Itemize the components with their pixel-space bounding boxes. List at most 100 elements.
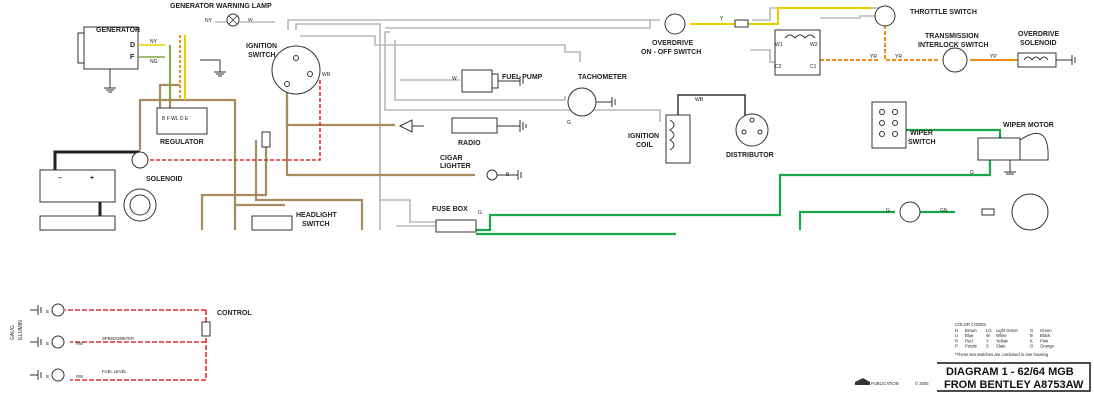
- title-line-1: DIAGRAM 1 - 62/64 MGB: [946, 366, 1074, 378]
- color-code-cell: LG: [986, 328, 992, 333]
- battery: – +: [39, 169, 116, 231]
- color-code-cell: B: [1030, 333, 1033, 338]
- wire-wr: WR: [322, 72, 331, 78]
- color-code-cell: R: [955, 338, 958, 343]
- wiper-motor: WIPER MOTOR G: [970, 122, 1054, 176]
- color-code-cell: Black: [1040, 333, 1051, 338]
- coil-w2: W2: [810, 42, 818, 48]
- title-line-2: FROM BENTLEY A8753AW: [944, 379, 1084, 391]
- coil-c1: C1: [810, 64, 817, 70]
- wire-w-lamp: W: [248, 18, 253, 24]
- wire-ng-gen: NG: [150, 59, 158, 65]
- color-code-cell: P: [955, 344, 958, 349]
- ignition-switch-label-1: IGNITION: [246, 43, 277, 50]
- wire-g-fusebox: G: [478, 210, 482, 216]
- od-solenoid-label-2: SOLENOID: [1020, 40, 1057, 47]
- wire-y-od: Y: [720, 16, 724, 22]
- wire-g-wiper: G: [970, 170, 974, 176]
- wire-gn: GN: [940, 208, 948, 214]
- svg-text:B: B: [46, 341, 49, 346]
- wire-yr-1: YR: [870, 54, 877, 60]
- cigar-lighter-label-1: CIGAR: [440, 155, 463, 162]
- wiper-switch: WIPER SWITCH: [871, 101, 936, 149]
- regulator-label: REGULATOR: [160, 139, 204, 146]
- svg-text:B: B: [46, 309, 49, 314]
- color-code-cell: Y: [986, 338, 989, 343]
- color-code-cell: Yellow: [996, 338, 1009, 343]
- interlock-label-1: TRANSMISSION: [925, 33, 979, 40]
- gauge-illumination-group: GAUG ILLUMIN B B B RW RW SPEEDOMETER FUE…: [10, 303, 252, 382]
- car-logo-icon: [855, 378, 870, 385]
- od-solenoid-label-1: OVERDRIVE: [1018, 31, 1060, 38]
- throttle-switch-label: THROTTLE SWITCH: [910, 9, 977, 16]
- color-code-cell: Orange: [1040, 344, 1055, 349]
- fuse-box-label: FUSE BOX: [432, 206, 468, 213]
- color-code-cell: White: [996, 333, 1007, 338]
- white-wires: [287, 7, 885, 230]
- publisher-label: PUBLICATION: [871, 381, 899, 386]
- regulator-terminals: B F WL D E: [162, 116, 189, 122]
- copyright-label: © 2005: [915, 381, 929, 386]
- generator: GENERATOR D F NY NG: [77, 26, 165, 93]
- overdrive-solenoid: OVERDRIVE SOLENOID YP: [990, 31, 1076, 68]
- throttle-switch: THROTTLE SWITCH: [874, 5, 977, 27]
- headlight-switch: HEADLIGHT SWITCH: [251, 212, 338, 231]
- color-code-cell: U: [955, 333, 958, 338]
- ignition-coil-label-2: COIL: [636, 142, 653, 149]
- wiper-switch-label-1: WIPER: [910, 130, 933, 137]
- gauge-illum-label-1: GAUG: [10, 325, 16, 340]
- color-code-cell: N: [955, 328, 958, 333]
- regulator: B F WL D E REGULATOR: [156, 107, 208, 146]
- wiper-switch-label-2: SWITCH: [908, 139, 936, 146]
- color-code-cell: Light Green: [996, 328, 1019, 333]
- title-block: DIAGRAM 1 - 62/64 MGB FROM BENTLEY A8753…: [855, 362, 1091, 392]
- overdrive-relay: W1 W2 C2 C1: [774, 29, 821, 76]
- color-code-cell: S: [986, 344, 989, 349]
- headlight-switch-label-1: HEADLIGHT: [296, 212, 338, 219]
- wire-g-tach: G: [567, 120, 571, 126]
- ignition-switch-label-2: SWITCH: [248, 52, 276, 59]
- tachometer: TACHOMETER G: [567, 74, 627, 126]
- generator-label: GENERATOR: [96, 27, 140, 34]
- coil-c2: C2: [775, 64, 782, 70]
- distributor: DISTRIBUTOR: [726, 113, 774, 159]
- ignition-coil: IGNITION COIL WB: [628, 94, 746, 164]
- cigar-lighter-label-2: LIGHTER: [440, 163, 471, 170]
- overdrive-switch-label-1: OVERDRIVE: [652, 40, 694, 47]
- inline-fuse: [261, 131, 271, 148]
- tachometer-label: TACHOMETER: [578, 74, 627, 81]
- generator-warning-lamp: GENERATOR WARNING LAMP NY W: [170, 3, 275, 27]
- fuel-pump-label: FUEL PUMP: [502, 74, 543, 81]
- color-code-cell: G: [1030, 328, 1033, 333]
- wire-ny-gen: NY: [150, 39, 158, 45]
- fuse-box: FUSE BOX G: [432, 206, 482, 233]
- gen-warning-lamp-label: GENERATOR WARNING LAMP: [170, 3, 272, 10]
- gen-d-label: D: [130, 42, 135, 49]
- color-codes-title: COLOR CODES: [955, 322, 986, 327]
- solenoid-label: SOLENOID: [146, 176, 183, 183]
- battery-neg: –: [58, 175, 62, 182]
- wire-yp: YP: [990, 54, 997, 60]
- fuel-level-label: FUEL LEVEL: [102, 369, 127, 374]
- wire-wb: WB: [695, 97, 704, 103]
- color-code-cell: Blue: [965, 333, 974, 338]
- color-code-cell: K: [1030, 338, 1033, 343]
- transmission-interlock-switch: TRANSMISSION INTERLOCK SWITCH YR YR: [870, 33, 988, 73]
- bottom-right-switch: G GN: [886, 193, 1049, 231]
- headlight-switch-label-2: SWITCH: [302, 221, 330, 228]
- ignition-switch: IGNITION SWITCH WR: [246, 43, 331, 95]
- color-code-cell: Pink: [1040, 338, 1049, 343]
- radio-label: RADIO: [458, 140, 481, 147]
- color-code-cell: O: [1030, 344, 1034, 349]
- color-code-cell: Brown: [965, 328, 978, 333]
- gauge-illum-label-2: ILLUMIN: [18, 320, 24, 340]
- color-code-cell: Slate: [996, 344, 1006, 349]
- wire-ny-lamp: NY: [205, 18, 213, 24]
- overdrive-switch-label-2: ON - OFF SWITCH: [641, 49, 701, 56]
- yellow-wires: [169, 7, 872, 100]
- overdrive-switch: OVERDRIVE ON - OFF SWITCH Y: [641, 13, 749, 56]
- speedometer-label: SPEEDOMETER: [102, 336, 134, 341]
